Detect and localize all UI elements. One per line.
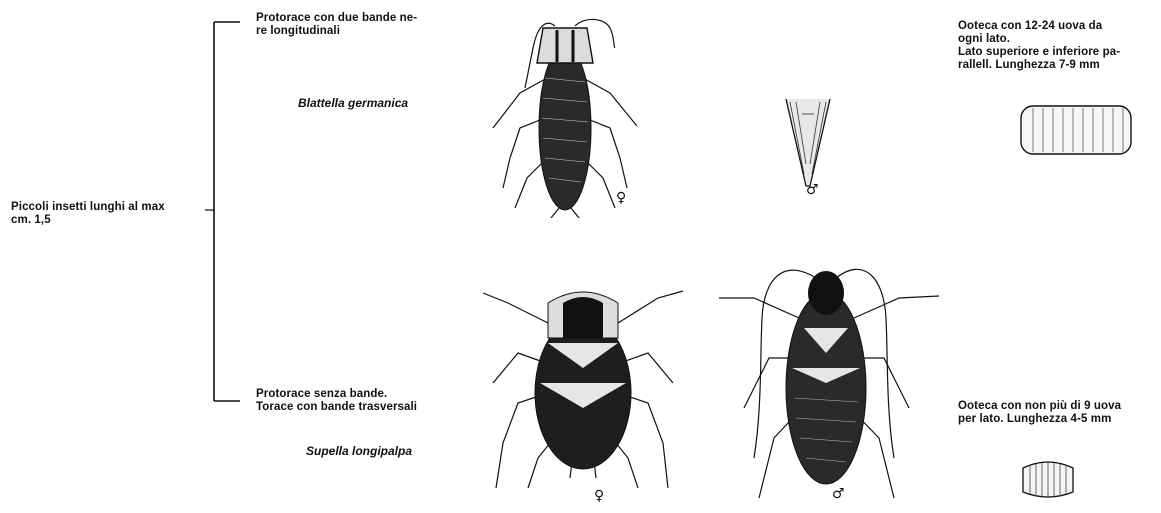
male-symbol-1: ♂ [806, 182, 819, 198]
cockroach-male-supella-icon [714, 258, 944, 508]
male-abdomen-tip-icon [778, 94, 838, 194]
ootheca-large-icon [1017, 100, 1137, 160]
ootheca-small-icon [1018, 454, 1078, 504]
ootheca-bottom-text: Ooteca con non più di 9 uova per lato. L… [958, 400, 1158, 426]
species-germanica: Blattella germanica [298, 96, 408, 110]
female-symbol-1: ♀ [616, 190, 626, 206]
branch-bottom-label: Protorace senza bande. Torace con bande … [256, 388, 476, 414]
branch-top-label: Protorace con due bande ne- re longitudi… [256, 12, 476, 38]
root-label: Piccoli insetti lunghi al max cm. 1,5 [11, 201, 211, 227]
female-symbol-2: ♀ [594, 488, 604, 504]
cockroach-female-supella-icon [478, 283, 688, 493]
species-supella: Supella longipalpa [306, 444, 412, 458]
cockroach-female-germanica-icon [485, 8, 645, 218]
ootheca-top-text: Ooteca con 12-24 uova da ogni lato. Lato… [958, 20, 1158, 72]
male-symbol-2: ♂ [832, 486, 845, 502]
